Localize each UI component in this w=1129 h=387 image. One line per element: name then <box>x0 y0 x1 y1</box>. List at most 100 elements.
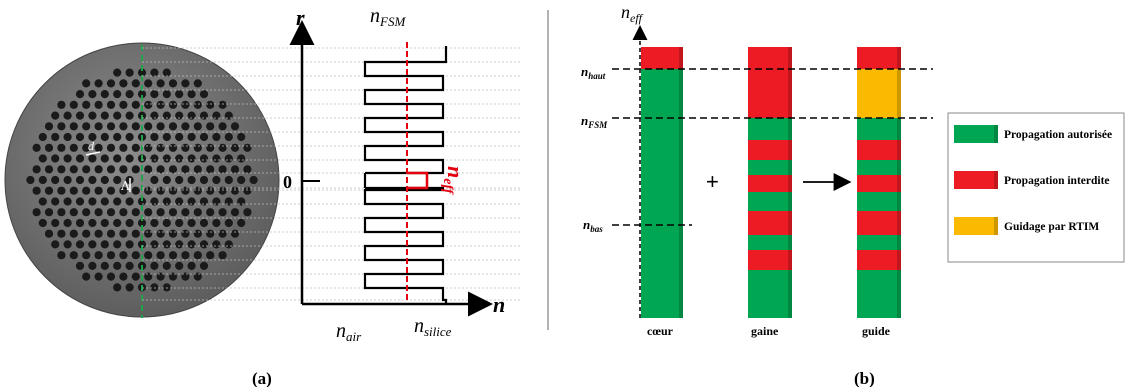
air-hole <box>150 175 159 185</box>
air-hole <box>88 175 97 185</box>
air-hole <box>51 154 60 163</box>
band-segment <box>748 140 792 160</box>
air-hole <box>125 90 134 99</box>
air-hole <box>137 68 147 77</box>
air-hole <box>144 122 153 131</box>
air-hole <box>181 186 190 195</box>
air-hole <box>119 143 128 152</box>
air-hole <box>193 79 202 88</box>
air-hole <box>69 165 78 174</box>
band-segment <box>857 175 901 192</box>
air-hole <box>75 111 85 120</box>
air-hole <box>125 218 134 228</box>
air-hole <box>106 100 116 109</box>
band-shade <box>788 160 792 175</box>
band-segment <box>748 175 792 192</box>
air-hole <box>193 208 202 217</box>
air-hole <box>131 229 140 238</box>
air-hole <box>100 111 109 120</box>
band-segment <box>748 250 792 270</box>
air-hole <box>162 111 171 120</box>
air-hole <box>218 100 227 109</box>
air-hole <box>218 251 227 260</box>
air-hole <box>63 240 72 249</box>
air-hole <box>156 165 165 174</box>
air-hole <box>94 122 103 131</box>
air-hole <box>144 100 153 109</box>
air-hole <box>199 154 209 163</box>
air-hole <box>224 111 233 120</box>
air-hole <box>137 218 147 228</box>
air-hole <box>181 100 190 109</box>
air-hole <box>168 79 178 88</box>
air-hole <box>162 154 171 163</box>
axis-n-label: n <box>493 292 505 317</box>
air-hole <box>150 240 159 249</box>
air-hole <box>106 143 116 152</box>
air-hole <box>156 100 165 109</box>
air-hole <box>38 197 47 206</box>
air-hole <box>106 229 116 238</box>
air-hole <box>63 218 72 228</box>
air-hole <box>181 251 190 260</box>
air-hole <box>230 143 240 152</box>
legend-swatch <box>954 125 998 143</box>
air-hole <box>162 240 171 249</box>
band-shade <box>897 211 901 235</box>
guide-lines <box>142 47 520 301</box>
air-hole <box>113 283 122 292</box>
pitch-d-marker <box>85 151 101 156</box>
air-hole <box>38 132 47 142</box>
air-hole <box>106 122 116 131</box>
air-hole <box>218 122 227 131</box>
air-hole <box>175 240 184 249</box>
air-hole <box>193 165 202 174</box>
band-segment <box>857 211 901 235</box>
band-shade <box>788 47 792 118</box>
air-hole <box>63 154 72 163</box>
band-shade <box>788 270 792 318</box>
air-hole <box>44 229 54 238</box>
air-hole <box>175 197 184 206</box>
air-hole <box>162 68 171 77</box>
air-hole <box>218 143 227 152</box>
air-hole <box>82 251 91 260</box>
air-hole <box>150 154 159 163</box>
n-fsm-label: nFSM <box>370 5 406 29</box>
air-hole <box>88 132 97 142</box>
legend-swatch <box>954 171 998 189</box>
air-hole <box>94 186 103 195</box>
air-hole <box>168 272 178 281</box>
air-hole <box>75 132 85 142</box>
air-hole <box>113 218 122 228</box>
air-hole <box>51 240 60 249</box>
band-shade <box>788 235 792 250</box>
air-hole <box>144 143 153 152</box>
air-hole <box>57 100 66 109</box>
band-segment <box>641 69 683 318</box>
air-hole <box>206 229 215 238</box>
air-hole <box>193 143 202 152</box>
pitch-lambda-label: Λ <box>120 179 130 193</box>
air-hole <box>243 186 252 195</box>
air-hole <box>125 111 134 120</box>
band-shade <box>788 175 792 192</box>
legend-swatch-shade <box>994 125 998 143</box>
air-hole <box>69 143 78 152</box>
level-fsm-label: nFSM <box>581 113 608 130</box>
air-hole <box>69 100 78 109</box>
air-hole <box>206 100 215 109</box>
air-hole <box>187 111 196 120</box>
air-hole <box>243 143 252 152</box>
air-hole <box>125 283 134 292</box>
air-hole <box>38 175 47 185</box>
air-hole <box>113 154 122 163</box>
level-haut-label: nhaut <box>581 64 606 81</box>
air-hole <box>75 240 85 249</box>
air-hole <box>224 132 233 142</box>
air-hole <box>125 154 134 163</box>
air-hole <box>119 79 128 88</box>
band-shade <box>788 140 792 160</box>
air-hole <box>113 90 122 99</box>
air-hole <box>237 175 246 185</box>
